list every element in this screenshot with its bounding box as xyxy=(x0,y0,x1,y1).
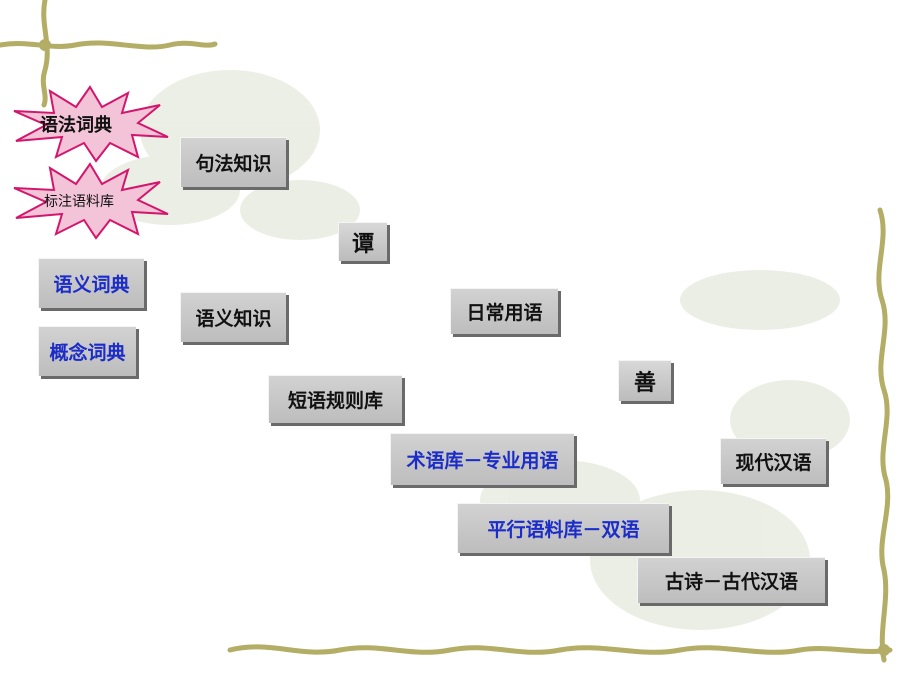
modern-chinese-box[interactable]: 现代汉语 xyxy=(720,438,826,484)
glyph-box-shan[interactable]: 善 xyxy=(618,360,671,401)
glyph-box-tan[interactable]: 谭 xyxy=(338,222,387,261)
syntax-knowledge-box[interactable]: 句法知识 xyxy=(180,137,286,187)
semantic-knowledge-box[interactable]: 语义知识 xyxy=(180,292,286,342)
terminology-base-box[interactable]: 术语库－专业用语 xyxy=(390,433,574,485)
grammar-dictionary-label: 语法词典 xyxy=(40,115,112,136)
annotated-corpus-label: 标注语料库 xyxy=(44,194,114,210)
semantic-dictionary-box[interactable]: 语义词典 xyxy=(38,258,144,308)
phrase-rule-base-box[interactable]: 短语规则库 xyxy=(268,375,402,423)
daily-language-box[interactable]: 日常用语 xyxy=(450,288,558,334)
concept-dictionary-box[interactable]: 概念词典 xyxy=(38,326,136,376)
starburst-grammar-dictionary[interactable] xyxy=(10,85,170,163)
starburst-annotated-corpus[interactable] xyxy=(10,162,170,240)
ancient-poetry-box[interactable]: 古诗－古代汉语 xyxy=(637,557,825,603)
parallel-corpus-box[interactable]: 平行语料库－双语 xyxy=(457,503,669,553)
